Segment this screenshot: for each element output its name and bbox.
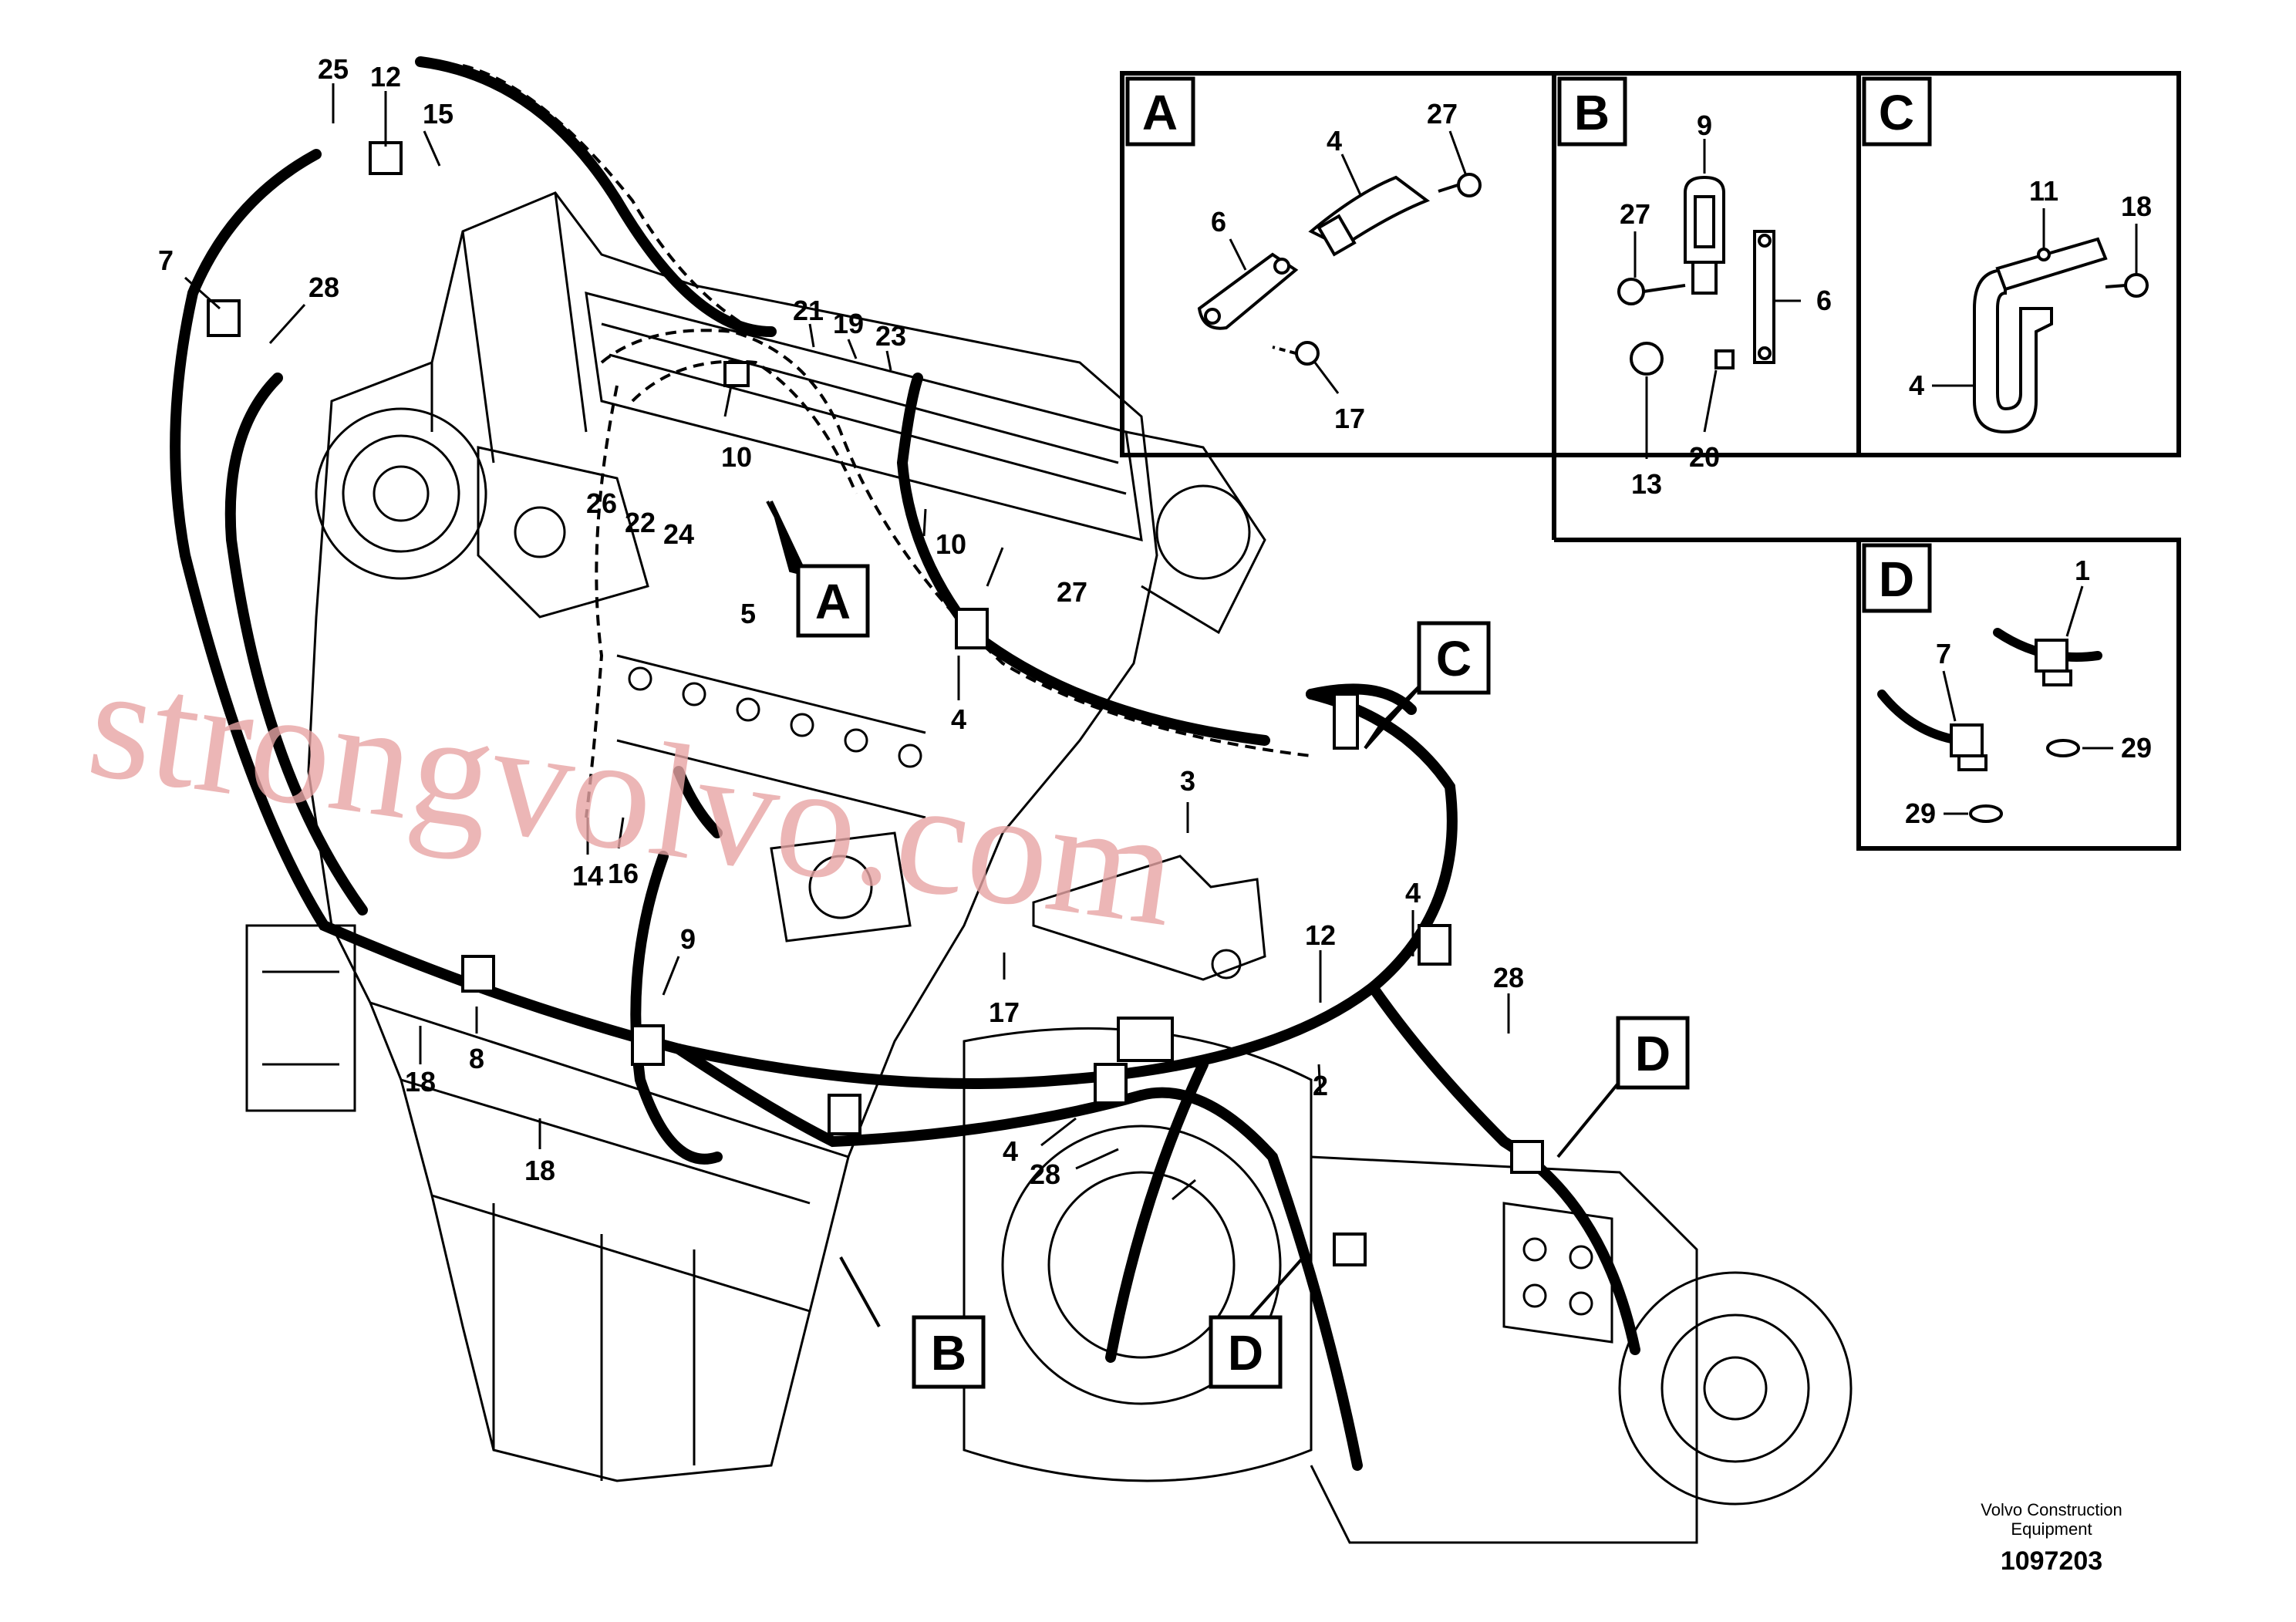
callout-21: 21 [793,295,824,326]
callout-19: 19 [833,308,864,339]
callout-4-mid: 4 [1405,877,1421,909]
callout-22: 22 [625,507,656,538]
detail-panel-c-drawing [1973,237,2149,434]
callout-8: 8 [469,1043,484,1074]
detail-a-callout-27: 27 [1427,98,1458,130]
detail-panel-d-clips [1950,639,2080,823]
callout-15: 15 [423,98,453,130]
view-marker-d-lower: D [1228,1325,1263,1381]
callout-10-lower: 10 [936,528,966,560]
callout-14: 14 [572,860,603,892]
callout-3: 3 [1180,765,1195,797]
view-markers: A C D B D [766,501,1690,1389]
callout-18-left: 18 [405,1066,436,1098]
view-marker-d-lower-box [1209,1315,1283,1389]
callout-10-upper: 10 [721,441,752,473]
callout-17: 17 [989,996,1020,1028]
callout-23: 23 [875,320,906,352]
view-marker-b: B [931,1325,966,1381]
detail-a-callout-4: 4 [1327,125,1342,157]
detail-a-callout-17: 17 [1334,403,1365,434]
callout-28-lower: 28 [1030,1158,1060,1190]
callout-7: 7 [158,244,174,276]
detail-d-callout-29-right: 29 [2121,732,2152,764]
view-marker-d-upper-box [1616,1016,1690,1090]
main-callouts: 25 12 15 7 28 21 19 23 10 26 22 24 10 27… [158,53,1524,1201]
watermark: strongvolvo.com [79,631,1186,960]
detail-b-callout-9: 9 [1697,110,1712,141]
footer-company-line2: Equipment [2011,1519,2092,1539]
view-marker-b-box [912,1315,986,1389]
callout-12: 12 [370,61,401,93]
callout-18-lower: 18 [524,1155,555,1186]
callout-2: 2 [1313,1070,1328,1101]
detail-panel-b-drawing [1617,175,1775,376]
detail-a-callout-6: 6 [1211,206,1226,238]
view-marker-a: A [815,574,851,629]
detail-d-callout-29-left: 29 [1905,798,1936,829]
detail-c-callout-11: 11 [2029,175,2058,207]
view-marker-c: C [1436,631,1472,686]
callout-4-upper: 4 [951,703,966,735]
detail-d-callout-1: 1 [2075,555,2090,586]
harness-clips [207,141,1544,1266]
detail-panel-c-leaders [1932,208,2138,387]
detail-c-callout-18: 18 [2121,191,2152,222]
detail-d-callout-7: 7 [1936,638,1951,669]
detail-b-callout-20: 20 [1689,441,1720,473]
callout-25: 25 [318,53,349,85]
detail-panel-letter-boxes [1125,76,1932,613]
wiring-harness [170,56,1640,1471]
detail-c-callout-4: 4 [1909,369,1924,401]
view-marker-c-box [1417,621,1491,695]
view-marker-d-upper: D [1635,1026,1671,1081]
detail-panel-a-letter: A [1142,85,1178,140]
callout-4-lower: 4 [1003,1135,1018,1167]
detail-panel-b-leaders [1633,139,1801,459]
detail-panel-c-letter: C [1879,85,1914,140]
detail-panel-b-letter: B [1574,85,1610,140]
hidden-harness-lines [462,64,1312,818]
footer-drawing-number: 1097203 [2001,1546,2102,1576]
callout-9: 9 [680,923,696,955]
detail-panel-a-drawing [1197,173,1482,366]
detail-b-callout-6: 6 [1816,285,1832,316]
detail-b-callout-27: 27 [1620,198,1650,230]
detail-panel-d-leaders [1942,585,2113,815]
detail-panels [1120,71,2181,851]
callout-26: 26 [586,487,617,519]
callout-28: 28 [308,271,339,303]
callout-16: 16 [608,858,639,889]
callout-5: 5 [740,598,756,629]
callout-27: 27 [1057,576,1087,608]
callout-12-lower: 12 [1305,919,1336,951]
footer-company-line1: Volvo Construction [1981,1500,2122,1519]
engine-drawing [245,191,1853,1544]
view-marker-a-box [796,564,870,638]
detail-panel-d-letter: D [1879,551,1914,607]
callout-24: 24 [663,518,694,550]
detail-b-callout-13: 13 [1631,468,1662,500]
detail-panel-a-leaders [1229,130,1467,394]
callout-28-right: 28 [1493,962,1524,993]
